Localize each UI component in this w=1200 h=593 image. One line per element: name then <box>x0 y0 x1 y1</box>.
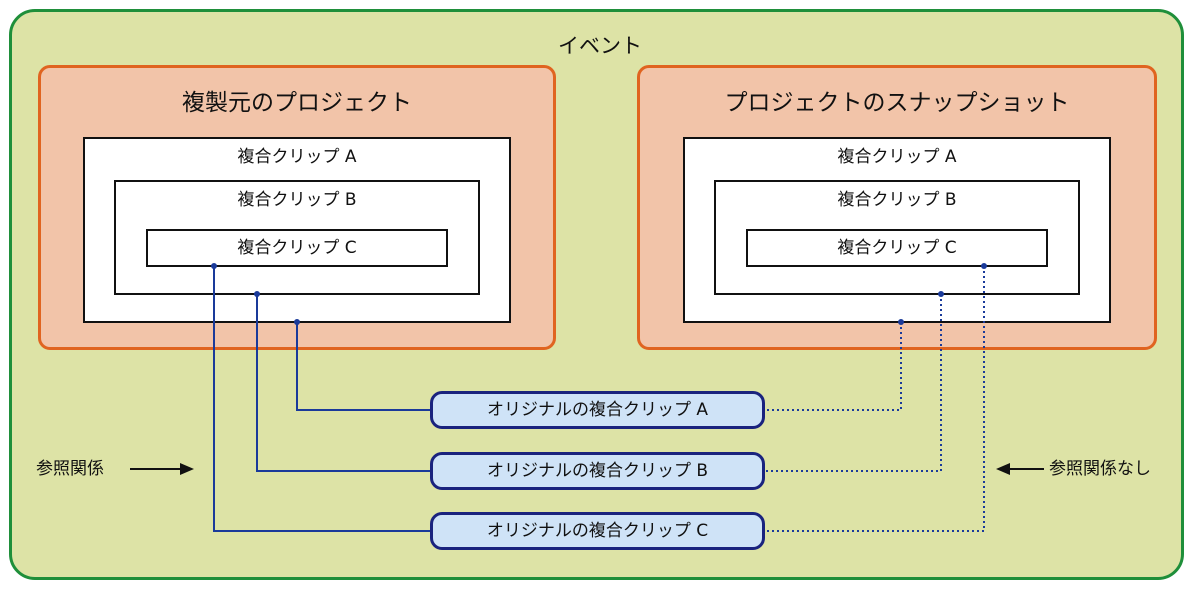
link-dot <box>981 263 987 269</box>
source-clip-c-box <box>146 229 448 267</box>
snapshot-clip-c-label: 複合クリップ C <box>837 238 957 258</box>
snapshot-clip-a-label: 複合クリップ A <box>837 147 957 167</box>
no-reference-label: 参照関係なし <box>1049 459 1151 479</box>
original-clip-c: オリジナルの複合クリップ C <box>430 512 765 550</box>
snapshot-clip-b-label: 複合クリップ B <box>837 190 957 210</box>
no-reference-arrow-head <box>996 463 1010 475</box>
snapshot-link-a <box>765 322 902 411</box>
link-dot <box>211 263 217 269</box>
source-link-b <box>256 294 430 472</box>
snapshot-project-title: プロジェクトのスナップショット <box>724 90 1070 116</box>
reference-label: 参照関係 <box>36 459 104 479</box>
source-link-a <box>296 322 430 411</box>
source-project-title: 複製元のプロジェクト <box>182 90 412 116</box>
source-link-c <box>213 266 430 532</box>
snapshot-clip-c-box <box>746 229 1048 267</box>
link-dot <box>898 319 904 325</box>
source-clip-c-label: 複合クリップ C <box>237 238 357 258</box>
snapshot-link-b <box>765 294 942 472</box>
original-clip-a: オリジナルの複合クリップ A <box>430 391 765 429</box>
link-dot <box>938 291 944 297</box>
source-clip-a-label: 複合クリップ A <box>237 147 357 167</box>
reference-arrow-head <box>180 463 194 475</box>
link-dot <box>254 291 260 297</box>
original-clip-b: オリジナルの複合クリップ B <box>430 452 765 490</box>
link-dot <box>294 319 300 325</box>
event-title: イベント <box>558 34 642 58</box>
snapshot-link-c <box>765 266 985 532</box>
source-clip-b-label: 複合クリップ B <box>237 190 357 210</box>
